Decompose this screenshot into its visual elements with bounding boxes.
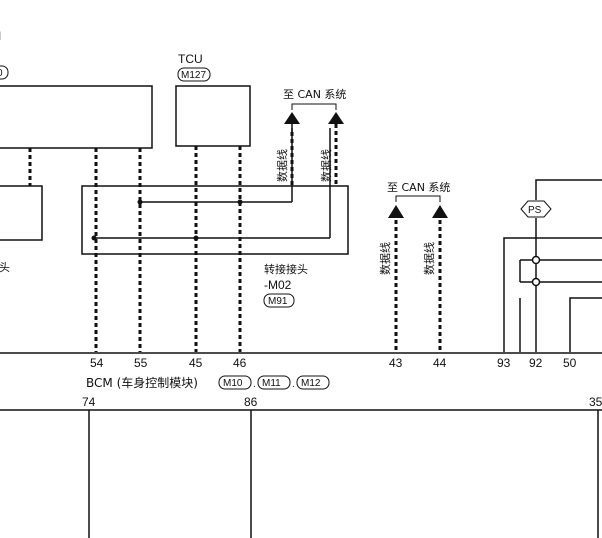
left-module-connector: 0 bbox=[0, 65, 9, 80]
bcm-label: BCM (车身控制模块) bbox=[86, 375, 198, 390]
ps-label-group: PS bbox=[520, 200, 552, 218]
arrow-up-icon bbox=[284, 112, 300, 124]
left-sub-box bbox=[0, 185, 43, 241]
tcu-connector-pill bbox=[177, 67, 211, 82]
can-group-2-wire-2-label: 数据线 bbox=[422, 242, 436, 275]
pin-46: 46 bbox=[233, 356, 247, 370]
left-module-name-fragment: I bbox=[0, 29, 1, 43]
left-sub-label: 头 bbox=[0, 261, 10, 274]
can-group-1-wire-1-label: 数据线 bbox=[275, 149, 289, 182]
pin-92: 92 bbox=[529, 356, 543, 370]
tcu-name: TCU bbox=[178, 52, 203, 66]
joint-connector-box bbox=[81, 185, 349, 255]
pin-50: 50 bbox=[563, 356, 577, 370]
bcm-output-wires bbox=[88, 410, 599, 538]
pin-86: 86 bbox=[244, 395, 258, 409]
left-wires bbox=[28, 148, 32, 186]
bcm-input-wires bbox=[94, 146, 442, 352]
left-module-connector-label: 0 bbox=[0, 68, 3, 79]
pin-44: 44 bbox=[433, 356, 447, 370]
pin-43: 43 bbox=[389, 356, 403, 370]
pin-74: 74 bbox=[82, 395, 96, 409]
left-module: I 0 头 bbox=[0, 29, 153, 274]
pin-54: 54 bbox=[90, 356, 104, 370]
bcm-connector-m11: M11 bbox=[262, 378, 281, 389]
can-group-2-wire-1-label: 数据线 bbox=[378, 242, 392, 275]
can-group-1-wire-2-label: 数据线 bbox=[319, 149, 333, 182]
bcm-connector-m10: M10 bbox=[223, 378, 243, 389]
arrow-up-icon bbox=[328, 112, 344, 124]
joint-connector: 转接接头 -M02 M91 bbox=[81, 128, 349, 308]
joint-connector-code: -M02 bbox=[264, 278, 292, 292]
joint-connector-pill bbox=[263, 293, 295, 308]
tcu-box bbox=[175, 85, 251, 147]
joint-connector-ref: M91 bbox=[268, 296, 288, 307]
right-section bbox=[503, 179, 602, 352]
left-module-box bbox=[0, 85, 153, 149]
can-group-1-title: 至 CAN 系统 bbox=[283, 88, 346, 101]
pin-45: 45 bbox=[189, 356, 203, 370]
can-group-2-title: 至 CAN 系统 bbox=[387, 181, 450, 194]
arrow-up-icon bbox=[432, 205, 448, 218]
ps-hexagon bbox=[520, 200, 552, 218]
bcm-connector-m12: M12 bbox=[301, 378, 321, 389]
pin-55: 55 bbox=[134, 356, 148, 370]
ps-label: PS bbox=[528, 205, 542, 216]
bcm-sep-2: . bbox=[292, 379, 295, 390]
bcm-sep-1: . bbox=[253, 379, 256, 390]
pin-35: 35 bbox=[589, 395, 602, 409]
arrow-up-icon bbox=[388, 205, 404, 218]
pin-93: 93 bbox=[497, 356, 511, 370]
tcu-module: TCU M127 bbox=[175, 52, 251, 147]
can-group-2: 至 CAN 系统 数据线 数据线 bbox=[378, 181, 450, 275]
bcm-module: 54 55 45 46 43 44 93 92 50 BCM (车身控制模块) … bbox=[0, 352, 602, 411]
tcu-connector: M127 bbox=[181, 70, 206, 81]
joint-connector-label: 转接接头 bbox=[264, 262, 308, 276]
can-group-1: 至 CAN 系统 数据线 数据线 bbox=[275, 88, 346, 186]
